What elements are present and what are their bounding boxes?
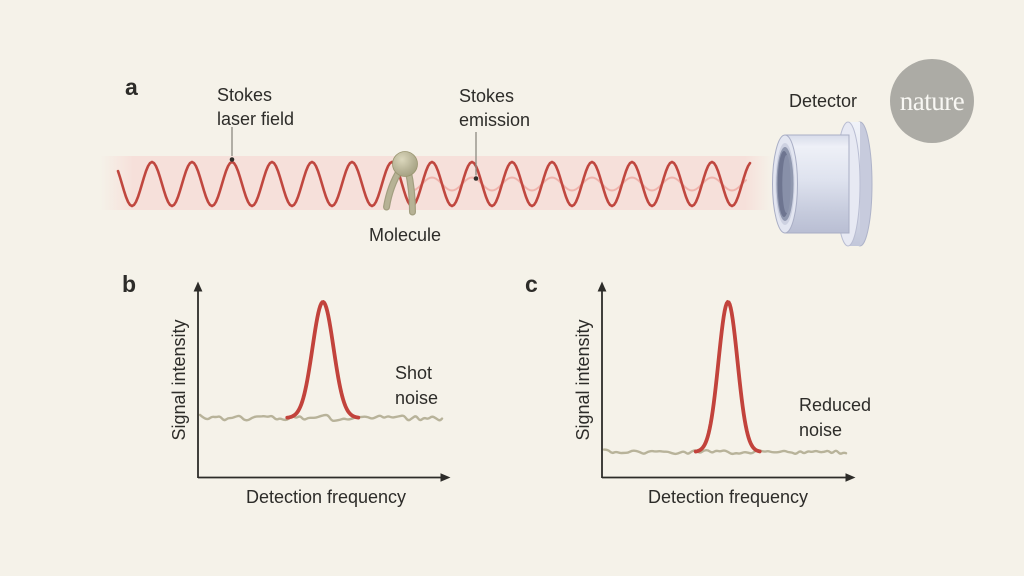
panel-letter-c: c (525, 271, 538, 297)
molecule-label: Molecule (368, 225, 442, 245)
x-axis-arrow-b (440, 473, 451, 482)
stokes-emission-wave (409, 176, 747, 192)
y-axis-label-b: Signal intensity (169, 319, 189, 441)
molecule-illustration (383, 151, 418, 216)
detector-illustration (772, 121, 873, 247)
x-axis-label-b: Detection frequency (245, 487, 407, 507)
panel-letter-a: a (125, 74, 138, 100)
y-axis-label-c: Signal intensity (573, 319, 593, 441)
y-axis-arrow-b (193, 281, 203, 292)
x-axis-arrow-c (845, 473, 856, 482)
detector-aperture-core (782, 155, 791, 213)
nature-logo-text: nature (899, 85, 965, 116)
reduced-noise-trace (602, 448, 848, 456)
signal-peak-c (693, 299, 762, 454)
stokes-laser-wave (116, 160, 752, 208)
nature-logo: nature (890, 59, 974, 143)
y-axis-arrow-c (597, 281, 607, 292)
x-axis-label-c: Detection frequency (647, 487, 809, 507)
signal-peak-b (285, 300, 361, 420)
plot-b (193, 281, 451, 482)
laser-label-pointer-dot (229, 157, 235, 162)
detector-label: Detector (788, 91, 858, 111)
plot-c (597, 281, 856, 482)
panel-letter-b: b (122, 271, 137, 297)
molecule-head (392, 151, 418, 177)
emission-label-pointer-dot (473, 176, 479, 181)
shot-noise-trace (198, 413, 444, 423)
